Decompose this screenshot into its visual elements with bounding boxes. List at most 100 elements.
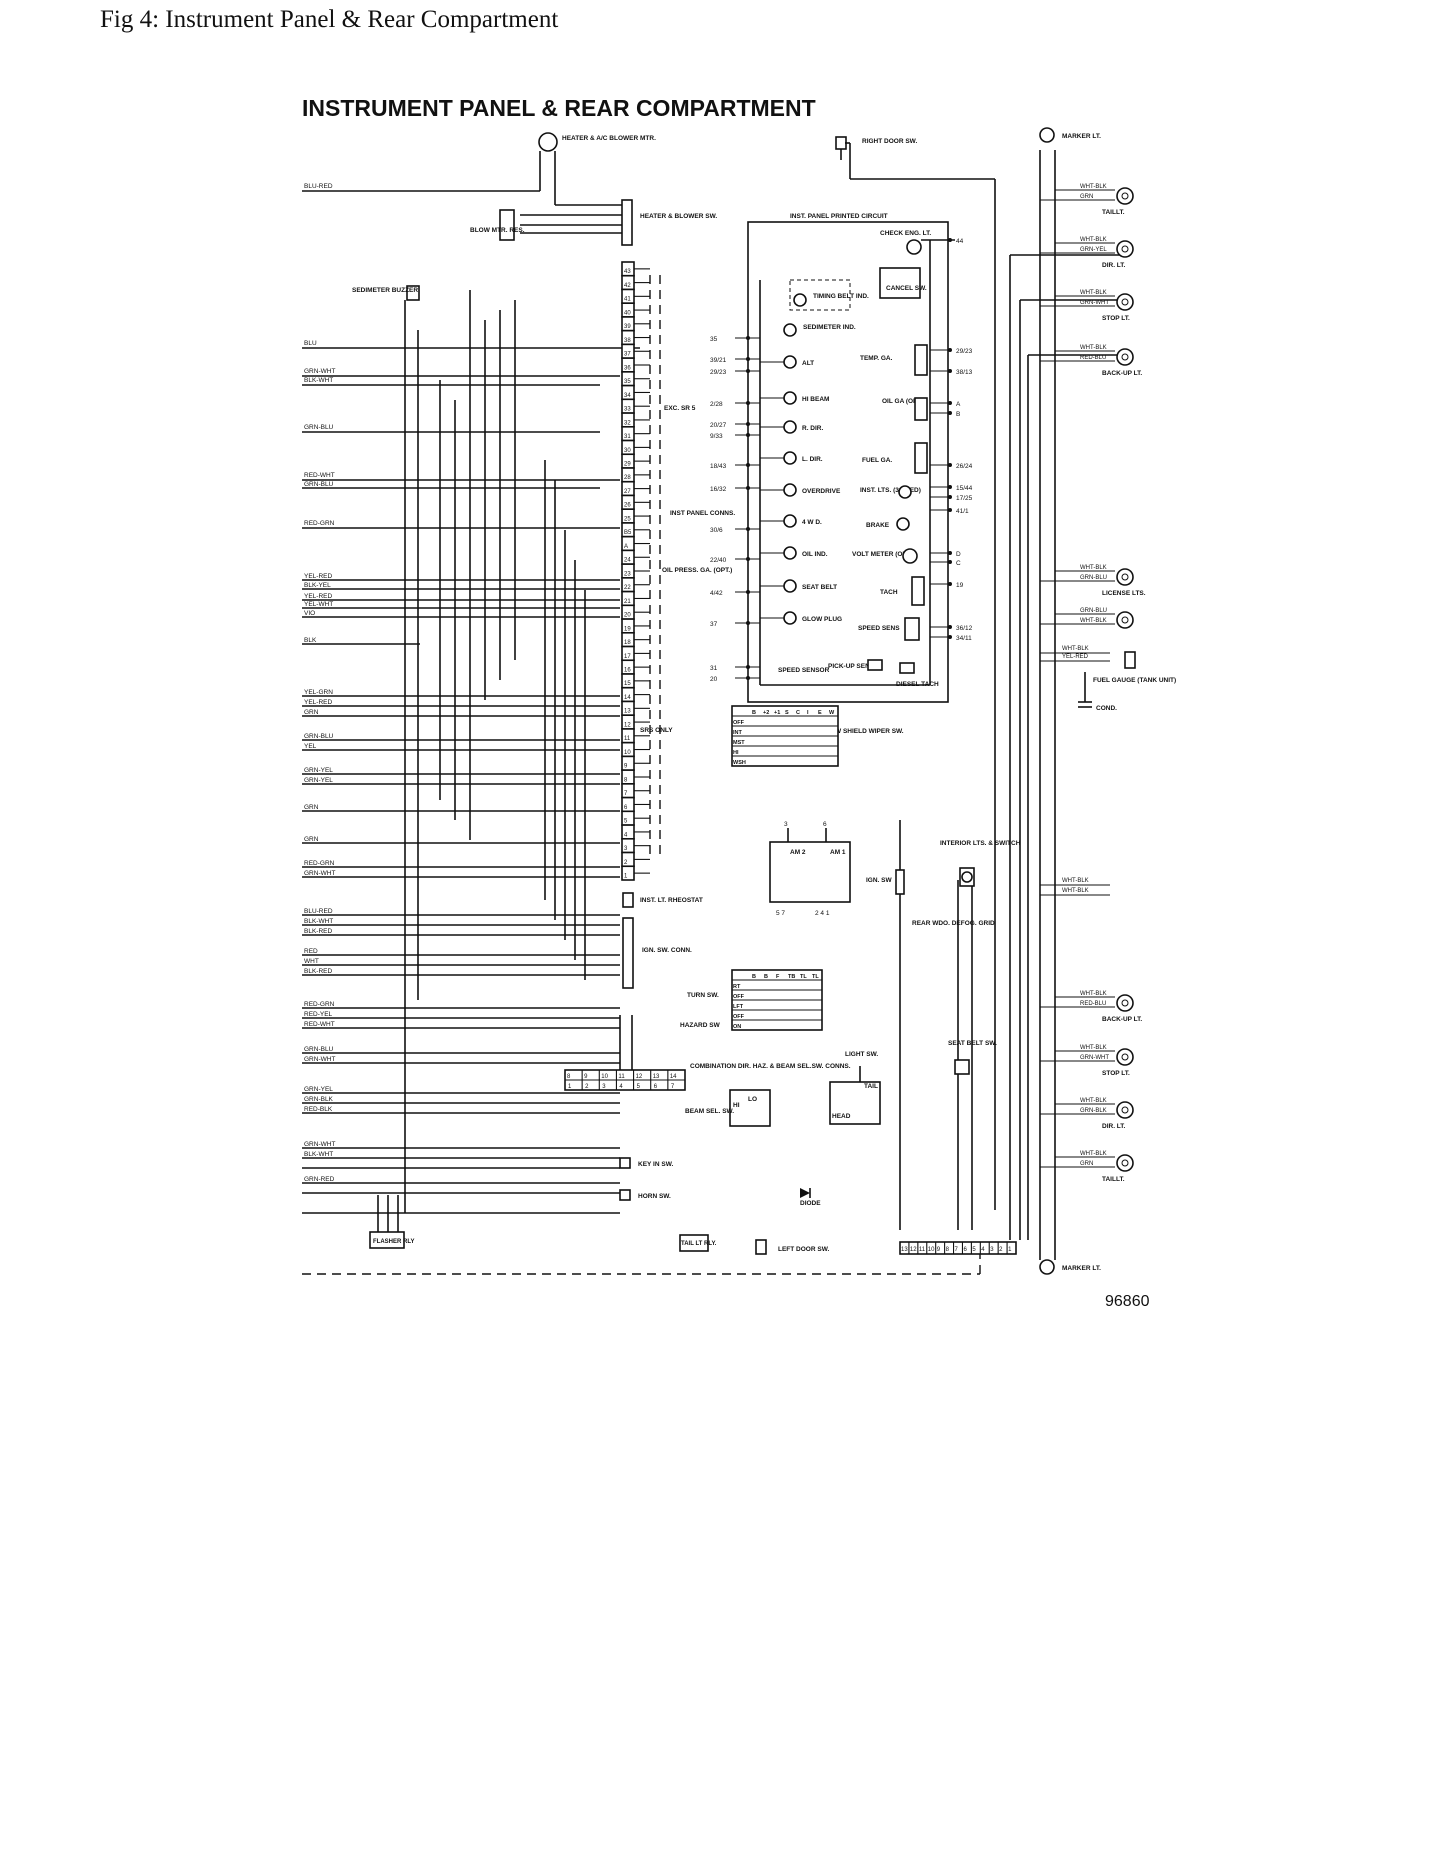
svg-text:SEDIMETER IND.: SEDIMETER IND. — [803, 324, 856, 331]
svg-text:AM 2: AM 2 — [790, 849, 806, 856]
indicator-lamp — [783, 611, 797, 625]
cluster-pin-label: 35 — [710, 336, 718, 343]
svg-text:GRN-WHT: GRN-WHT — [304, 1056, 335, 1063]
connector-pin-label: 18 — [624, 640, 631, 646]
indicator-label: L. DIR. — [802, 456, 823, 463]
turn-table-row: OFF — [733, 994, 745, 1000]
lamp-filament — [1121, 1053, 1129, 1061]
svg-text:GRN-YEL: GRN-YEL — [304, 767, 333, 774]
cluster-pin-dot — [948, 625, 952, 629]
right-trunk — [1009, 150, 1130, 1260]
svg-text:5 7: 5 7 — [776, 910, 785, 917]
connector-pin-label: 40 — [624, 310, 631, 316]
connector-pin-label: 36 — [624, 365, 631, 371]
svg-text:BRAKE: BRAKE — [866, 522, 890, 529]
svg-text:RED-YEL: RED-YEL — [304, 1011, 333, 1018]
wiper-table-row: MST — [733, 740, 745, 746]
connector-pin-label: 7 — [624, 791, 628, 797]
svg-text:OIL GA (OPT.): OIL GA (OPT.) — [882, 398, 925, 405]
indicator-label: 4 W D. — [802, 519, 822, 526]
lamp-wire-label: WHT-BLK — [1080, 290, 1107, 296]
svg-text:BLK-RED: BLK-RED — [304, 968, 332, 975]
combination-pin-bottom: 7 — [671, 1084, 675, 1090]
cluster-pin-dot — [746, 433, 750, 437]
connector-pin-label: 20 — [624, 613, 631, 619]
bottom-connector-pin: 3 — [990, 1247, 994, 1253]
heater-blower-motor: HEATER & A/C BLOWER MTR. — [538, 132, 656, 185]
indicator-lamp — [783, 546, 797, 560]
bottom-connector-pin: 7 — [955, 1247, 959, 1253]
svg-text:BLK-YEL: BLK-YEL — [304, 582, 331, 589]
combination-pin-bottom: 6 — [654, 1084, 658, 1090]
svg-text:BLK-WHT: BLK-WHT — [304, 377, 333, 384]
sedimeter-buzzer: SEDIMETER BUZZER — [352, 285, 420, 301]
svg-text:GRN: GRN — [304, 804, 319, 811]
svg-text:AM 1: AM 1 — [830, 849, 846, 856]
connector-pin-label: 27 — [624, 489, 631, 495]
lamp-wire-label: WHT-BLK — [1080, 345, 1107, 351]
lamp-filament — [1121, 573, 1129, 581]
lamp-label: LICENSE LTS. — [1102, 590, 1146, 597]
turn-table-col: F — [776, 974, 780, 980]
wiper-table-col: E — [818, 710, 822, 716]
svg-text:TEMP. GA.: TEMP. GA. — [860, 355, 893, 362]
svg-text:YEL-RED: YEL-RED — [304, 573, 332, 580]
connector-pin-label: 28 — [624, 475, 631, 481]
bottom-connector-pin: 6 — [963, 1247, 967, 1253]
lamp-filament — [1121, 298, 1129, 306]
bottom-connector-pin: 8 — [946, 1247, 950, 1253]
indicator-label: HI BEAM — [802, 396, 829, 403]
connector-pin-label: 24 — [624, 558, 631, 564]
right-door-switch: RIGHT DOOR SW. — [835, 136, 996, 1210]
connector-pin-label: 43 — [624, 269, 631, 275]
lamp-filament — [1121, 616, 1129, 624]
cluster-left-pins: 3539/2129/232/2820/279/3318/4316/3230/62… — [710, 336, 760, 683]
cluster-pin-dot — [948, 401, 952, 405]
indicator-label: OVERDRIVE — [802, 488, 841, 495]
connector-pin-label: 42 — [624, 283, 631, 289]
lamp-bulb — [1116, 1101, 1134, 1119]
svg-text:SPEED SENS: SPEED SENS — [858, 625, 900, 632]
lamp-label: TAILLT. — [1102, 1176, 1125, 1183]
combination-pin-bottom: 5 — [637, 1084, 641, 1090]
lamp-wire-label: GRN-BLK — [1080, 1108, 1107, 1114]
figure-caption: Fig 4: Instrument Panel & Rear Compartme… — [100, 6, 559, 33]
cluster-gauges: TEMP. GA. OIL GA (OPT.) FUEL GA. INST. L… — [778, 344, 939, 688]
svg-text:BLK-WHT: BLK-WHT — [304, 918, 333, 925]
lamp-filament — [1121, 192, 1129, 200]
combination-pin-top: 10 — [601, 1074, 608, 1080]
svg-text:BLU-RED: BLU-RED — [304, 183, 333, 190]
cluster-pin-label: 39/21 — [710, 357, 727, 364]
cluster-pin-dot — [948, 635, 952, 639]
lamp-label: DIR. LT. — [1102, 1123, 1126, 1130]
svg-text:CHECK ENG. LT.: CHECK ENG. LT. — [880, 230, 931, 237]
wiper-table-col: W — [829, 710, 835, 716]
lamp-label: BACK-UP LT. — [1102, 1016, 1142, 1023]
svg-text:BLOW MTR. RES.: BLOW MTR. RES. — [470, 227, 525, 234]
flasher-relay: FLASHER RLY — [369, 1195, 414, 1249]
lamp-wire-label: WHT-BLK — [1080, 991, 1107, 997]
indicator-lamp — [783, 391, 797, 405]
svg-text:SEAT BELT SW.: SEAT BELT SW. — [948, 1040, 997, 1047]
combination-pin-bottom: 1 — [568, 1084, 572, 1090]
lamp-wire-label: WHT-BLK — [1080, 1045, 1107, 1051]
cluster-pin-label: C — [956, 560, 961, 567]
lamp-wire-label: GRN-YEL — [1080, 247, 1107, 253]
cluster-pin-dot — [948, 551, 952, 555]
turn-table-col: B — [752, 974, 756, 980]
svg-text:COMBINATION DIR. HAZ. & BEAM S: COMBINATION DIR. HAZ. & BEAM SEL.SW. CON… — [690, 1063, 851, 1070]
svg-text:SPEED SENSOR: SPEED SENSOR — [778, 667, 830, 674]
lamp-wire-label: WHT-BLK — [1080, 618, 1107, 624]
indicator-lamp — [783, 451, 797, 465]
indicator-lamp — [783, 514, 797, 528]
interior-lights-switch: INTERIOR LTS. & SWITCH — [940, 840, 1021, 1230]
svg-text:VIO: VIO — [304, 610, 315, 617]
svg-text:HEATER & BLOWER SW.: HEATER & BLOWER SW. — [640, 213, 717, 220]
ignition-switch: AM 2 AM 1 3 6 5 7 2 4 1 IGN. SW — [769, 821, 893, 917]
cluster-pin-dot — [746, 401, 750, 405]
turn-table-col: TL — [800, 974, 807, 980]
connector-pin-label: 26 — [624, 503, 631, 509]
cluster-pin-label: 20/27 — [710, 422, 727, 429]
svg-text:HAZARD SW: HAZARD SW — [680, 1022, 721, 1029]
svg-text:YEL-RED: YEL-RED — [304, 593, 332, 600]
